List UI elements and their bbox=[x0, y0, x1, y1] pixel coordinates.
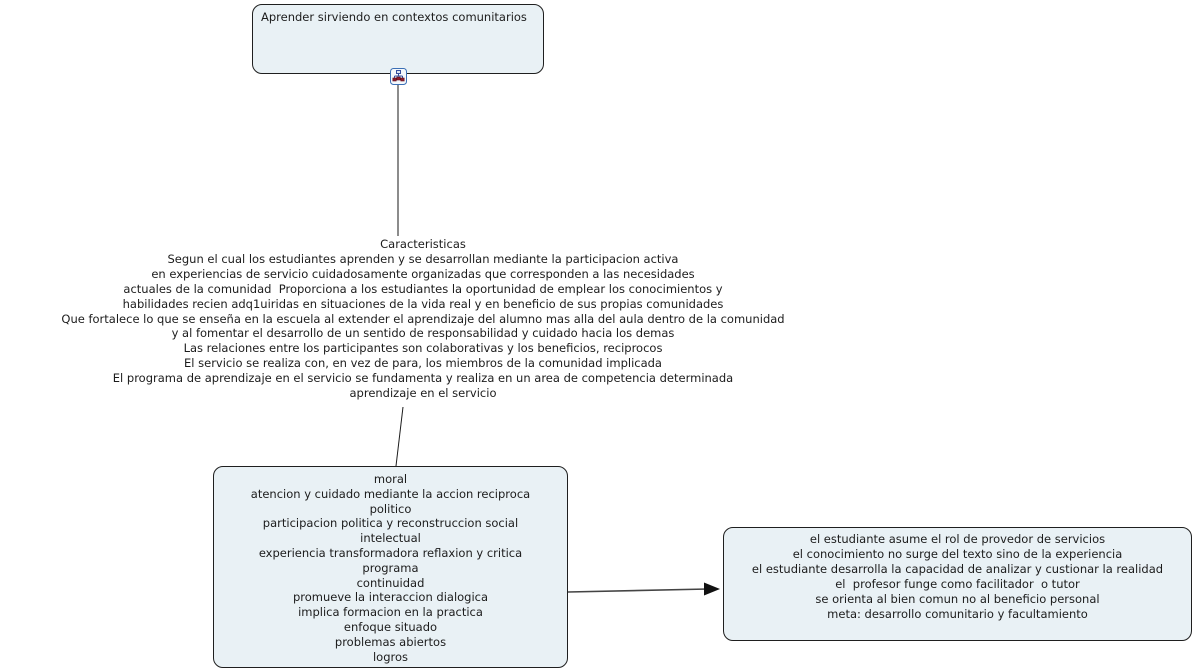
linked-cmap-icon[interactable] bbox=[390, 68, 407, 85]
concept-node-roles[interactable]: el estudiante asume el rol de provedor d… bbox=[723, 527, 1192, 641]
connector-left-to-right-concept bbox=[567, 588, 709, 593]
connector-linking-phrase-to-left-concept bbox=[395, 406, 404, 467]
concept-node-root-label: Aprender sirviendo en contextos comunita… bbox=[261, 10, 527, 24]
arrowhead-icon bbox=[704, 582, 720, 596]
concept-node-root[interactable]: Aprender sirviendo en contextos comunita… bbox=[252, 4, 544, 74]
